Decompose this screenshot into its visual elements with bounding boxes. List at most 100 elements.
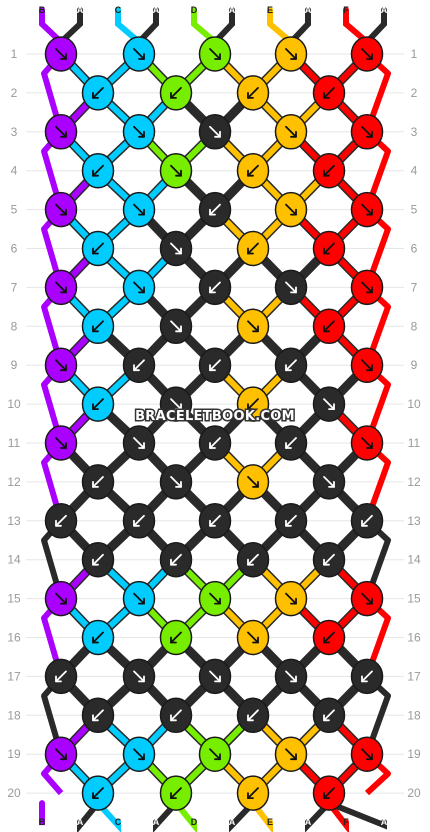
knot-arrow-head bbox=[252, 636, 259, 644]
top-strand-label: F bbox=[343, 5, 349, 15]
bottom-strand-label: A bbox=[305, 817, 312, 827]
knot-arrow-icon bbox=[361, 125, 373, 138]
bottom-strand-stub bbox=[95, 800, 121, 832]
knot-arrow-head bbox=[170, 714, 177, 722]
row-number-left: 9 bbox=[11, 358, 18, 372]
knot-arrow-icon bbox=[55, 514, 67, 527]
knot-arrow-head bbox=[366, 208, 373, 216]
knot bbox=[81, 697, 115, 734]
knot-arrow-head bbox=[170, 558, 177, 566]
row-number-left: 4 bbox=[11, 164, 18, 178]
row-number-left: 20 bbox=[7, 786, 21, 800]
knot-arrow-icon bbox=[92, 787, 104, 799]
knot bbox=[198, 114, 232, 150]
row-number-right: 20 bbox=[407, 786, 421, 800]
row-number-left: 18 bbox=[7, 708, 21, 722]
knot-arrow-head bbox=[55, 675, 62, 683]
knot-arrow-icon bbox=[247, 787, 259, 799]
knot-arrow-icon bbox=[323, 631, 335, 644]
knot-arrow-head bbox=[323, 792, 330, 799]
knot-grid bbox=[44, 36, 384, 811]
knot-arrow-icon bbox=[133, 437, 145, 449]
knot-arrow-icon bbox=[361, 359, 373, 372]
knot bbox=[236, 230, 270, 267]
knot bbox=[159, 75, 193, 111]
top-strand-stub bbox=[343, 7, 370, 45]
knot bbox=[236, 464, 270, 500]
knot-arrow-icon bbox=[361, 48, 373, 60]
knot bbox=[122, 503, 156, 539]
knot-arrow-icon bbox=[209, 48, 221, 60]
row-number-right: 4 bbox=[411, 164, 418, 178]
knot bbox=[274, 425, 308, 461]
knot-arrow-head bbox=[60, 753, 67, 761]
top-strand-stub bbox=[58, 7, 83, 45]
knot-arrow-head bbox=[328, 403, 335, 411]
knot bbox=[81, 75, 115, 111]
top-strand-stub bbox=[191, 7, 218, 45]
row-number-left: 3 bbox=[11, 125, 18, 139]
knot-arrow-icon bbox=[170, 709, 182, 722]
knot-arrow-head bbox=[175, 247, 182, 255]
knot-arrow-icon bbox=[285, 514, 297, 527]
knot-arrow-icon bbox=[92, 553, 104, 566]
knot-arrow-icon bbox=[285, 48, 297, 60]
knot-arrow-head bbox=[138, 442, 145, 449]
knot-arrow-icon bbox=[55, 670, 67, 683]
knot-arrow-icon bbox=[55, 437, 67, 449]
knot bbox=[44, 191, 78, 228]
knot bbox=[81, 230, 115, 267]
knot bbox=[236, 308, 270, 345]
knot bbox=[274, 36, 308, 72]
knot bbox=[350, 114, 384, 150]
knot bbox=[274, 580, 308, 617]
knot-arrow-head bbox=[133, 364, 140, 372]
knot bbox=[44, 503, 78, 539]
knot bbox=[44, 269, 78, 306]
knot-arrow-head bbox=[366, 130, 373, 138]
knot-arrow-head bbox=[138, 53, 145, 60]
knot-arrow-head bbox=[290, 208, 297, 216]
knot-arrow-icon bbox=[209, 359, 221, 372]
knot-arrow-head bbox=[323, 247, 330, 255]
knot-arrow-icon bbox=[361, 203, 373, 216]
knot-arrow-icon bbox=[209, 592, 221, 605]
knot-arrow-icon bbox=[55, 592, 67, 605]
bottom-strand-label: A bbox=[77, 817, 84, 827]
knot-arrow-icon bbox=[209, 125, 221, 138]
bottom-strand-stub bbox=[229, 800, 256, 832]
knot-arrow-head bbox=[60, 364, 67, 372]
knot bbox=[312, 464, 346, 500]
knot-arrow-icon bbox=[170, 787, 182, 799]
knot bbox=[198, 191, 232, 228]
knot bbox=[236, 75, 270, 111]
knot-arrow-head bbox=[323, 169, 330, 177]
knot-arrow-head bbox=[323, 636, 330, 644]
knot bbox=[198, 425, 232, 461]
knot-arrow-head bbox=[366, 442, 373, 449]
knot-arrow-icon bbox=[247, 709, 259, 722]
knot-arrow-head bbox=[175, 403, 182, 411]
row-number-right: 16 bbox=[407, 631, 421, 645]
row-number-right: 8 bbox=[411, 319, 418, 333]
knot bbox=[122, 658, 156, 695]
knot bbox=[274, 736, 308, 772]
knot bbox=[44, 425, 78, 461]
knot-arrow-head bbox=[247, 792, 254, 799]
knot-arrow-head bbox=[290, 597, 297, 605]
top-strand-stub bbox=[364, 7, 387, 45]
knot bbox=[274, 269, 308, 306]
knot-arrow-icon bbox=[92, 87, 104, 99]
row-number-left: 7 bbox=[11, 280, 18, 294]
knot-arrow-icon bbox=[133, 359, 145, 372]
row-number-right: 2 bbox=[411, 86, 418, 100]
top-strand-stub bbox=[288, 7, 311, 45]
knot bbox=[122, 736, 156, 772]
knot bbox=[81, 464, 115, 500]
bottom-strand-label: D bbox=[191, 817, 198, 827]
knot bbox=[122, 425, 156, 461]
knot-arrow-head bbox=[209, 286, 216, 294]
knot-arrow-icon bbox=[92, 320, 104, 333]
knot-arrow-head bbox=[290, 675, 297, 683]
bottom-strand-label: A bbox=[153, 817, 160, 827]
